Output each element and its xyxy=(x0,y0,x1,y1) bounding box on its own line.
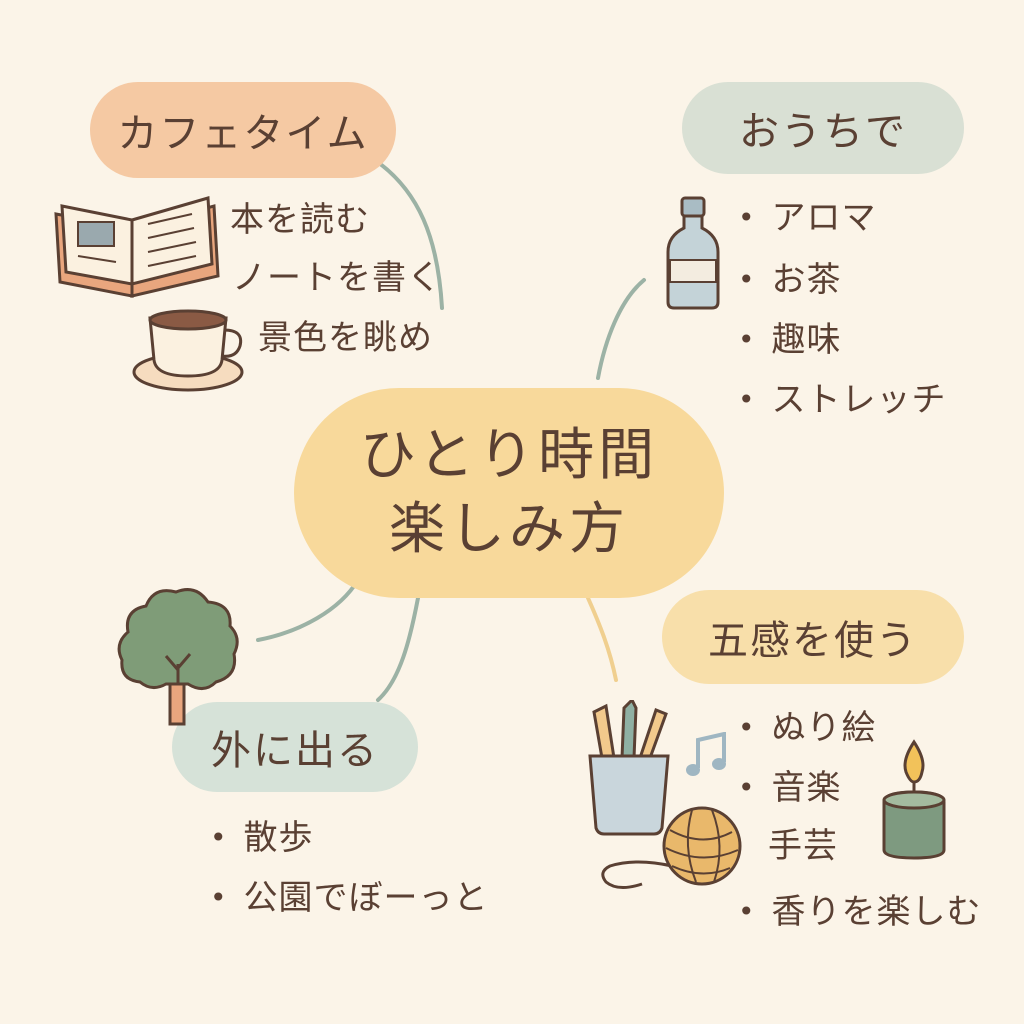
connector-cafe xyxy=(370,156,444,310)
center-line-1: ひとり時間 xyxy=(359,423,659,488)
home-item-1: アロマ xyxy=(738,190,877,239)
connector-outside-1 xyxy=(256,578,360,642)
cafe-item-1: 本を読む xyxy=(230,200,370,240)
book-icon xyxy=(54,196,220,298)
senses-item-4: 香りを楽しむ xyxy=(738,884,982,933)
yarn-ball-icon xyxy=(601,806,742,889)
cafe-item-3: 景色を眺め xyxy=(258,318,433,358)
tree-icon xyxy=(117,588,239,726)
candle-icon xyxy=(882,739,946,860)
oil-bottle-icon xyxy=(666,196,720,310)
outside-item-2: 公園でぼーっと xyxy=(210,870,489,919)
senses-item-2: 音楽 xyxy=(738,760,842,809)
branch-outside-title: 外に出る xyxy=(172,702,418,792)
home-item-4: ストレッチ xyxy=(738,372,947,421)
pencil-cup-icon xyxy=(588,700,670,836)
home-item-3: 趣味 xyxy=(738,312,842,361)
outside-item-1: 散歩 xyxy=(210,810,314,859)
central-topic: ひとり時間 楽しみ方 xyxy=(294,388,724,598)
cafe-item-2: ノートを書く xyxy=(232,258,442,298)
coffee-cup-icon xyxy=(132,309,244,392)
branch-home-title: おうちで xyxy=(682,82,964,174)
music-note-icon xyxy=(686,732,726,776)
branch-senses-title: 五感を使う xyxy=(662,590,964,684)
connector-home xyxy=(596,278,646,380)
branch-cafe-title: カフェタイム xyxy=(90,82,396,178)
connector-outside-2 xyxy=(376,596,420,702)
home-item-2: お茶 xyxy=(738,252,842,301)
senses-item-1: ぬり絵 xyxy=(738,700,877,749)
connector-senses xyxy=(586,596,618,682)
center-line-2: 楽しみ方 xyxy=(389,497,629,562)
senses-item-3: 手芸 xyxy=(768,826,838,866)
